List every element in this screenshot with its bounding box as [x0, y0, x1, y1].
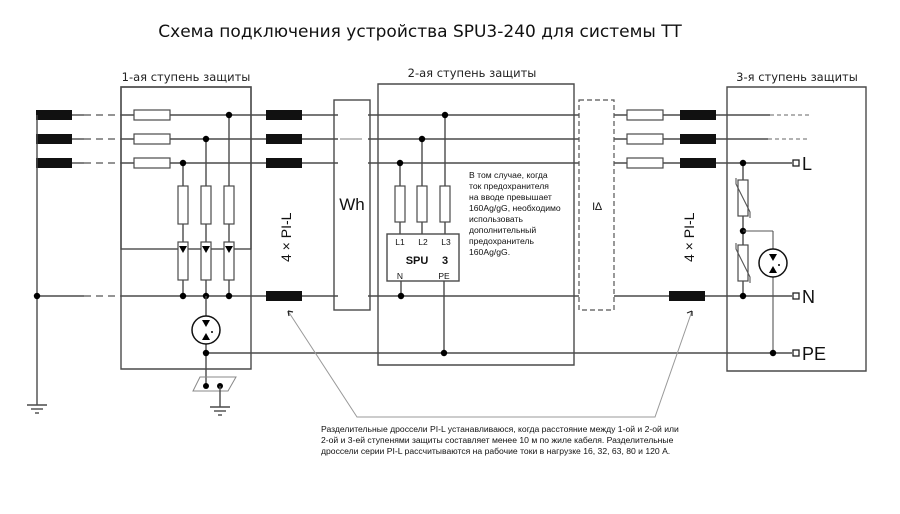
svg-text:160Ag/gG.: 160Ag/gG. — [469, 247, 510, 257]
spu-pin-n: N — [397, 271, 403, 281]
junction-dot — [33, 292, 41, 300]
feeder-choke-l2 — [36, 134, 72, 144]
spu-number: 3 — [442, 255, 448, 267]
pil-left-label: 4 × PI-L — [278, 212, 294, 262]
spu-name: SPU — [406, 255, 429, 267]
pil-choke-left-n — [266, 291, 302, 301]
energy-meter — [333, 99, 371, 311]
svg-text:ток предохранителя: ток предохранителя — [469, 181, 549, 191]
stage1-arrester-branches — [177, 111, 235, 300]
spu-pin-pe: PE — [438, 271, 450, 281]
stage1-frame — [120, 86, 252, 370]
stage2-spu-branches — [394, 111, 451, 234]
svg-text:Разделительные дроссели PI-L у: Разделительные дроссели PI-L устанавлива… — [321, 424, 679, 434]
callout-arrows — [287, 310, 693, 418]
pil-right-label: 4 × PI-L — [681, 212, 697, 262]
diagram-title: Схема подключения устройства SPU3-240 дл… — [158, 22, 682, 42]
earth-ground-icon — [27, 404, 47, 414]
svg-text:160Ag/gG, необходимо: 160Ag/gG, необходимо — [469, 203, 561, 213]
equipotential-bar-icon — [192, 376, 237, 416]
stage1-fuse-l1 — [133, 109, 171, 121]
feeder-choke-l1 — [36, 110, 72, 120]
terminal-n — [792, 292, 800, 300]
svg-text:использовать: использовать — [469, 214, 523, 224]
pil-choke-right-l2 — [680, 134, 716, 144]
spu-device — [386, 233, 460, 282]
stage2-label: 2-ая ступень защиты — [408, 66, 537, 80]
stage3-varistor-chain — [735, 159, 788, 357]
pil-choke-left-l1 — [266, 110, 302, 120]
stage3-frame — [726, 86, 867, 372]
fuse-right-l1 — [626, 109, 664, 121]
spu-pin-l1: L1 — [395, 237, 405, 247]
terminal-n-label: N — [802, 287, 815, 307]
stage3-label: 3-я ступень защиты — [736, 70, 858, 84]
junction-dot — [397, 292, 405, 300]
svg-text:дополнительный: дополнительный — [469, 225, 536, 235]
rcd-symbol: I∆ — [592, 201, 602, 213]
spu-pin-l3: L3 — [441, 237, 451, 247]
rcd-optional — [578, 99, 615, 311]
pil-choke-right-l3 — [680, 158, 716, 168]
svg-text:дроссели серии PI-L рассчитыва: дроссели серии PI-L рассчитываются на ра… — [321, 446, 670, 456]
terminal-pe — [792, 349, 800, 357]
junction-dot — [440, 349, 448, 357]
pil-choke-left-l3 — [266, 158, 302, 168]
spu-pin-l2: L2 — [418, 237, 428, 247]
terminal-l — [792, 159, 800, 167]
stage1-label: 1-ая ступень защиты — [122, 70, 251, 84]
fuse-right-l3 — [626, 157, 664, 169]
stage1-spark-gap-icon — [191, 296, 221, 386]
svg-text:2-ой и 3-ей ступенями защиты с: 2-ой и 3-ей ступенями защиты составляет … — [321, 435, 674, 445]
pil-choke-right-l1 — [680, 110, 716, 120]
terminal-l-label: L — [802, 154, 812, 174]
svg-text:на вводе превышает: на вводе превышает — [469, 192, 552, 202]
stage2-frame — [377, 83, 575, 366]
pil-choke-right-n — [669, 291, 705, 301]
svg-text:В том случае, когда: В том случае, когда — [469, 170, 548, 180]
terminal-pe-label: PE — [802, 344, 826, 364]
svg-text:предохранитель: предохранитель — [469, 236, 534, 246]
pil-choke-left-l2 — [266, 134, 302, 144]
feeder-choke-l3 — [36, 158, 72, 168]
fuse-note: В том случае, когда ток предохранителя н… — [469, 170, 561, 257]
stage1-fuse-l2 — [133, 133, 171, 145]
stage1-fuse-l3 — [133, 157, 171, 169]
footnote: Разделительные дроссели PI-L устанавлива… — [321, 424, 679, 456]
fuse-right-l2 — [626, 133, 664, 145]
meter-label: Wh — [339, 195, 365, 214]
